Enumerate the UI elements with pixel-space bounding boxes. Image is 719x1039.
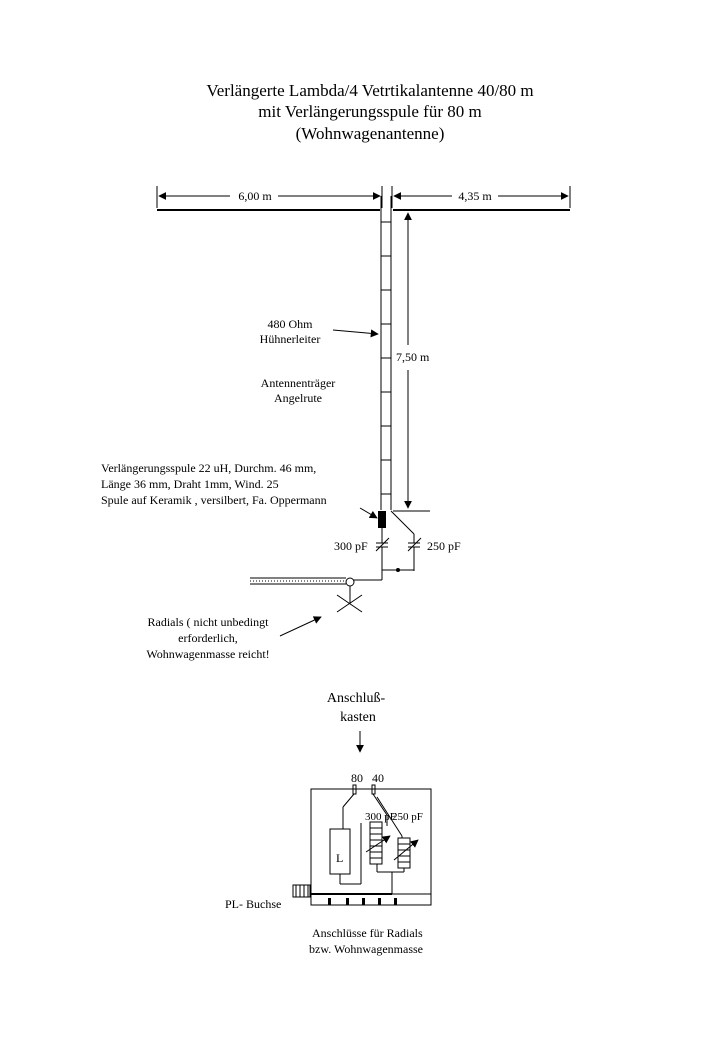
dimension-right-wire: 4,35 m — [391, 186, 571, 208]
box-capacitor-250 — [393, 837, 419, 869]
dimension-right-label: 4,35 m — [458, 189, 492, 203]
capacitor-250pf-label: 250 pF — [427, 539, 461, 553]
mast-label-2: Angelrute — [274, 391, 322, 405]
coax-connector — [345, 577, 355, 587]
dimension-left-label: 6,00 m — [238, 189, 272, 203]
ladder-label-arrow — [332, 329, 379, 338]
box-title-2: kasten — [340, 710, 376, 725]
radials-symbol — [336, 586, 363, 613]
ladder-label-2: Hühnerleiter — [260, 332, 321, 346]
radials-label-3: Wohnwagenmasse reicht! — [146, 647, 269, 661]
capacitor-300pf-label: 300 pF — [334, 539, 368, 553]
ladder-line — [380, 196, 392, 510]
box-title-1: Anschluß- — [327, 691, 386, 706]
coil-label-2: Länge 36 mm, Draht 1mm, Wind. 25 — [101, 477, 279, 491]
title-line-3: (Wohnwagenantenne) — [296, 124, 445, 143]
title-line-1: Verlängerte Lambda/4 Vetrtikalantenne 40… — [206, 81, 533, 100]
junction-dot — [396, 568, 400, 572]
ladder-label-1: 480 Ohm — [268, 317, 314, 331]
capacitor-250pf — [407, 534, 422, 571]
radials-arrow — [279, 616, 322, 637]
pl-socket-label: PL- Buchse — [225, 897, 281, 911]
terminal-40-label: 40 — [372, 771, 384, 785]
coil-label-3: Spule auf Keramik , versilbert, Fa. Oppe… — [101, 493, 327, 507]
mast-label-1: Antennenträger — [261, 376, 336, 390]
coil-label-arrow — [359, 507, 378, 519]
box-cap-250-label: 250 pF — [392, 811, 423, 823]
radials-label-1: Radials ( nicht unbedingt — [148, 615, 270, 629]
dimension-vertical: 7,50 m — [393, 212, 430, 512]
loading-coil — [378, 511, 386, 528]
title-line-2: mit Verlängerungsspule für 80 m — [258, 102, 481, 121]
radials-label-2: erforderlich, — [178, 631, 238, 645]
terminal-80-label: 80 — [351, 771, 363, 785]
dimension-vertical-label: 7,50 m — [396, 350, 430, 364]
box-radials-label-1: Anschlüsse für Radials — [312, 926, 423, 940]
dimension-left-wire: 6,00 m — [156, 186, 383, 208]
pl-socket — [292, 884, 311, 898]
box-radials-label-2: bzw. Wohnwagenmasse — [309, 942, 423, 956]
coax-feedline — [250, 577, 346, 585]
junction-box: L 300 pF 250 pF — [292, 784, 432, 906]
capacitor-300pf — [375, 536, 390, 570]
box-cap-300-label: 300 pF — [365, 811, 396, 823]
box-capacitor-300 — [365, 821, 391, 865]
coil-label-1: Verlängerungsspule 22 uH, Durchm. 46 mm, — [101, 461, 316, 475]
box-coil-label: L — [336, 851, 343, 865]
